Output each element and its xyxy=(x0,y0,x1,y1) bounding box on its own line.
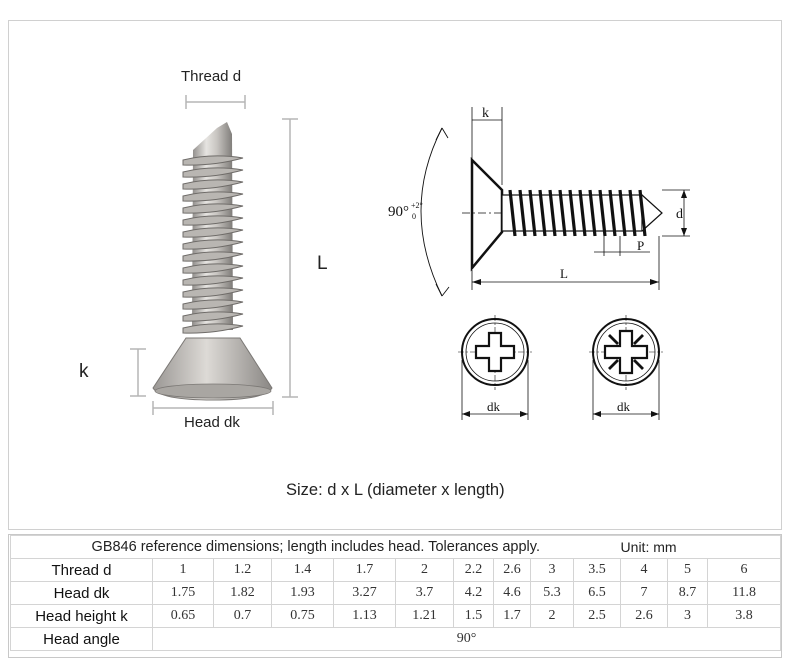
table-cell: 2.5 xyxy=(572,604,622,628)
table-cell: 1.82 xyxy=(213,581,272,605)
table-cell: 7 xyxy=(620,581,669,605)
technical-drawing xyxy=(420,107,690,297)
table-cell: 1.21 xyxy=(395,604,454,628)
table-cell: 8.7 xyxy=(667,581,709,605)
drawing-angle-tol-lower: 0 xyxy=(412,212,416,221)
table-cell: 2 xyxy=(530,604,574,628)
table-cell: 4.2 xyxy=(453,581,494,605)
row-label: Head height k xyxy=(10,604,153,628)
table-cell: 4.6 xyxy=(493,581,531,605)
table-cell: 5.3 xyxy=(530,581,574,605)
head-height-k-label: k xyxy=(79,361,89,382)
table-cell: 3.27 xyxy=(333,581,396,605)
table-cell: 5 xyxy=(667,558,709,582)
screw-shank xyxy=(192,122,233,330)
table-cell: 1.75 xyxy=(152,581,214,605)
product-image-panel xyxy=(8,20,782,530)
dimension-table: GB846 reference dimensions; length inclu… xyxy=(9,535,782,651)
screw-illustration: k 90° +2° 0 d P L dk dk xyxy=(130,95,690,420)
drawing-k-label: k xyxy=(482,106,489,121)
table-cell: 0.75 xyxy=(271,604,334,628)
table-cell: 6 xyxy=(707,558,782,582)
row-label: Head dk xyxy=(10,581,153,605)
table-cell: 1.93 xyxy=(271,581,334,605)
drawing-angle-label: 90° xyxy=(388,204,409,220)
length-l-label: L xyxy=(317,253,328,274)
size-formula: Size: d x L (diameter x length) xyxy=(286,481,505,499)
photo-dimension-lines xyxy=(130,95,298,415)
table-cell: 1.13 xyxy=(333,604,396,628)
table-cell: 3.8 xyxy=(707,604,782,628)
table-cell: 1.2 xyxy=(213,558,272,582)
row-label: Head angle xyxy=(10,627,153,651)
table-cell: 4 xyxy=(620,558,669,582)
table-header-row: GB846 reference dimensions; length inclu… xyxy=(9,535,782,559)
table-cell: 1.4 xyxy=(271,558,334,582)
drawing-dk-right-label: dk xyxy=(617,399,631,414)
head-angle-value: 90° xyxy=(151,627,782,651)
table-cell: 0.7 xyxy=(213,604,272,628)
table-cell: 11.8 xyxy=(707,581,782,605)
head-dk-label: Head dk xyxy=(184,414,240,431)
table-cell: 3.7 xyxy=(395,581,454,605)
table-cell: 2.6 xyxy=(493,558,531,582)
table-cell: 1.5 xyxy=(453,604,494,628)
table-cell: 1 xyxy=(152,558,214,582)
table-cell: 1.7 xyxy=(333,558,396,582)
table-cell: 3 xyxy=(667,604,709,628)
thread-d-label: Thread d xyxy=(181,68,242,85)
table-note: GB846 reference dimensions; length inclu… xyxy=(9,535,621,559)
table-cell: 6.5 xyxy=(572,581,622,605)
screw-photo xyxy=(152,122,273,401)
drawing-p-label: P xyxy=(637,238,644,253)
row-label: Thread d xyxy=(10,558,153,582)
dimension-table-frame xyxy=(8,534,782,658)
table-cell: 2.2 xyxy=(453,558,494,582)
drawing-angle-tol-upper: +2° xyxy=(411,201,423,210)
head-top-view-left xyxy=(458,315,532,420)
table-cell: 1.7 xyxy=(493,604,531,628)
table-cell: 2 xyxy=(395,558,454,582)
table-cell: 0.65 xyxy=(152,604,214,628)
table-row-head-angle: Head angle 90° xyxy=(10,627,782,651)
drawing-d-label: d xyxy=(676,207,683,222)
drawing-dk-left-label: dk xyxy=(487,399,501,414)
table-cell: 2.6 xyxy=(620,604,669,628)
drawing-l-label: L xyxy=(560,266,568,281)
table-unit: Unit: mm xyxy=(620,535,782,559)
table-cell: 3.5 xyxy=(572,558,622,582)
table-cell: 3 xyxy=(530,558,574,582)
head-top-view-right xyxy=(589,315,663,420)
